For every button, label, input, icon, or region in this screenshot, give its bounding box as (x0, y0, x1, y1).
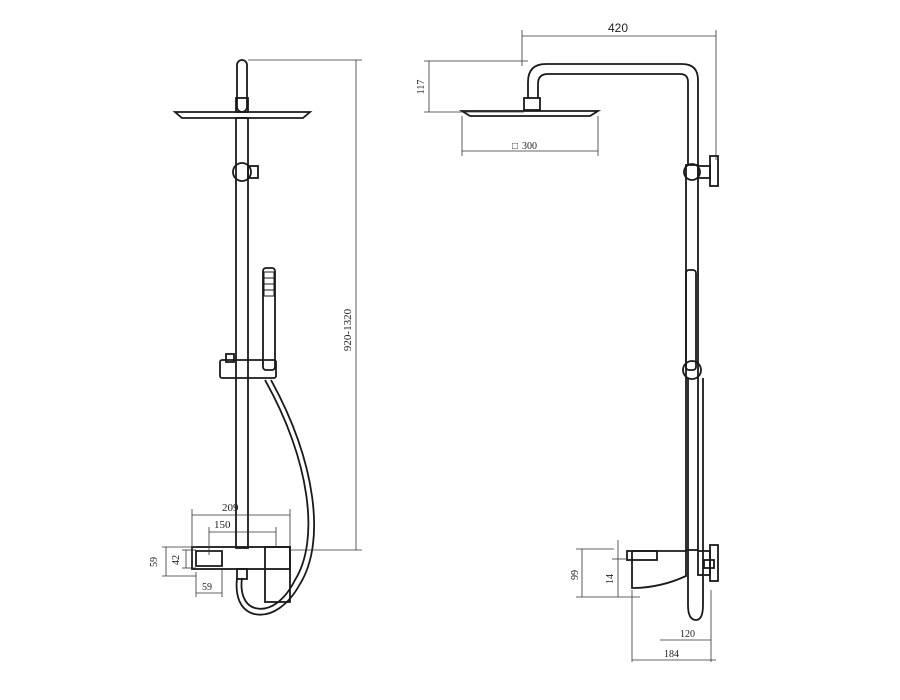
dim-outlet-height: 42 (171, 555, 182, 565)
dim-handle-offset: 150 (214, 519, 231, 531)
side-slide-holder (682, 360, 702, 380)
front-riser-pipe (235, 117, 249, 549)
front-hose (240, 379, 310, 610)
side-spout (626, 550, 658, 561)
side-view: 420 117 □ 300 99 14 120 184 (416, 21, 719, 662)
front-slide-holder (219, 359, 277, 379)
dim-head-size-symbol: □ (512, 141, 518, 152)
dim-body-height: 59 (149, 557, 160, 567)
dim-side-body-height: 99 (570, 570, 581, 580)
front-bottom-connector (236, 568, 248, 580)
front-handle (264, 546, 291, 603)
side-shower-head (458, 110, 602, 117)
dim-arm-length: 420 (608, 21, 628, 35)
side-diverter-knob (683, 163, 701, 181)
dim-spout-height: 14 (605, 574, 616, 584)
dim-height-range: 920-1320 (342, 308, 354, 351)
dim-spout-projection: 120 (680, 629, 695, 640)
front-spout (195, 550, 223, 567)
front-top-pipe (236, 59, 248, 113)
side-hand-shower (685, 269, 697, 371)
side-mixer-body (631, 550, 687, 589)
side-head-connector (523, 97, 541, 111)
dim-spout-reach: 209 (222, 502, 239, 514)
dim-head-size: 300 (522, 141, 537, 152)
front-diverter-clamp (247, 165, 259, 179)
front-shower-head (172, 111, 313, 119)
dim-body-depth: 59 (202, 582, 212, 593)
front-view: 920-1320 209 150 59 42 59 (149, 59, 362, 616)
dim-arm-height: 117 (416, 80, 427, 95)
front-diverter-knob (232, 162, 252, 182)
side-hose (687, 378, 704, 621)
dim-body-projection: 184 (664, 649, 679, 660)
side-shower-arm (527, 63, 699, 165)
front-hand-shower (262, 267, 276, 371)
